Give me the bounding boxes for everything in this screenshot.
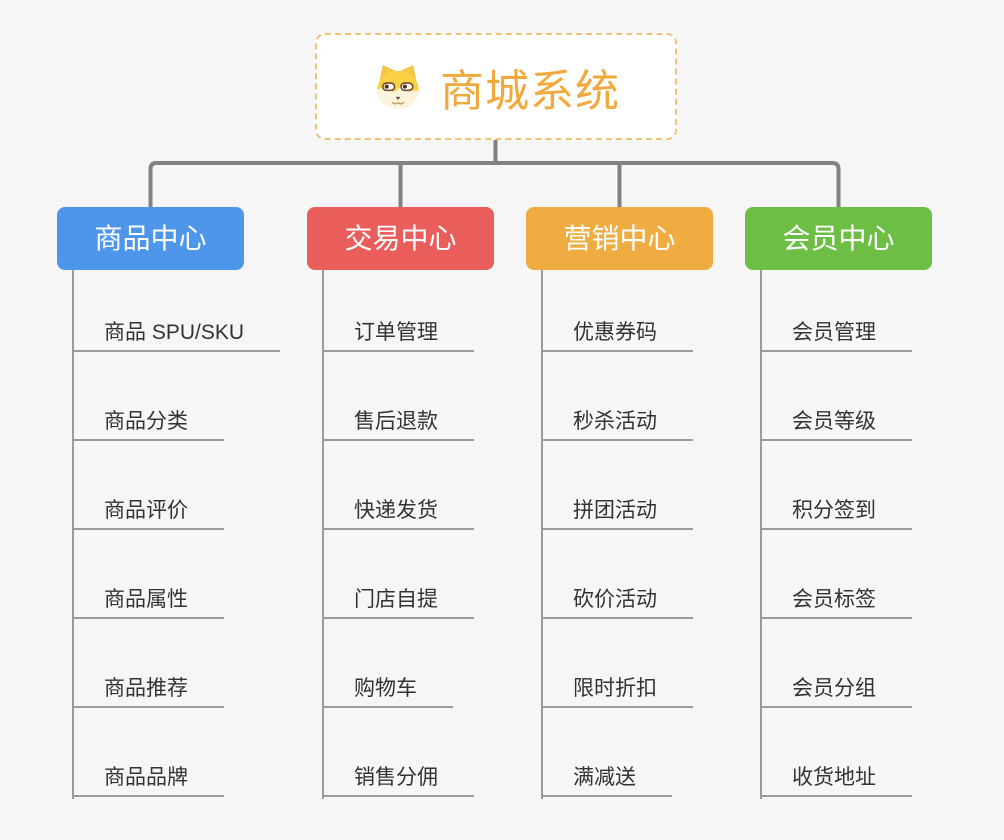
subtopic[interactable]: 销售分佣	[322, 763, 474, 797]
branch-stem-line	[760, 270, 762, 799]
branch-stem-line	[322, 270, 324, 799]
subtopic[interactable]: 会员等级	[760, 407, 912, 441]
subtopic[interactable]: 售后退款	[322, 407, 474, 441]
subtopic[interactable]: 订单管理	[322, 318, 474, 352]
subtopic[interactable]: 积分签到	[760, 496, 912, 530]
branch-topic-trade-center[interactable]: 交易中心	[307, 207, 494, 270]
subtopic[interactable]: 会员标签	[760, 585, 912, 619]
branch-children: 会员管理 会员等级 积分签到 会员标签 会员分组 收货地址	[745, 0, 1004, 840]
branch-topic-marketing-center[interactable]: 营销中心	[526, 207, 713, 270]
subtopic[interactable]: 商品推荐	[72, 674, 224, 708]
root-topic-label: 商城系统	[440, 66, 620, 116]
branch-stem-line	[541, 270, 543, 799]
branch-stem-line	[72, 270, 74, 799]
root-topic[interactable]: 商城系统	[315, 33, 677, 140]
subtopic[interactable]: 商品品牌	[72, 763, 224, 797]
branch-children: 商品 SPU/SKU 商品分类 商品评价 商品属性 商品推荐 商品品牌	[57, 0, 317, 840]
subtopic[interactable]: 满减送	[541, 763, 672, 797]
subtopic[interactable]: 拼团活动	[541, 496, 693, 530]
subtopic[interactable]: 商品属性	[72, 585, 224, 619]
subtopic[interactable]: 限时折扣	[541, 674, 693, 708]
branch-marketing-center: 营销中心 优惠券码 秒杀活动 拼团活动 砍价活动 限时折扣 满减送	[526, 0, 786, 840]
subtopic[interactable]: 秒杀活动	[541, 407, 693, 441]
subtopic[interactable]: 会员管理	[760, 318, 912, 352]
subtopic[interactable]: 砍价活动	[541, 585, 693, 619]
branch-children: 订单管理 售后退款 快递发货 门店自提 购物车 销售分佣	[307, 0, 567, 840]
dog-face-icon	[377, 65, 419, 110]
subtopic[interactable]: 门店自提	[322, 585, 474, 619]
branch-topic-product-center[interactable]: 商品中心	[57, 207, 244, 270]
subtopic[interactable]: 会员分组	[760, 674, 912, 708]
subtopic[interactable]: 商品分类	[72, 407, 224, 441]
subtopic[interactable]: 商品 SPU/SKU	[72, 318, 281, 352]
branch-topic-member-center[interactable]: 会员中心	[745, 207, 932, 270]
subtopic[interactable]: 收货地址	[760, 763, 912, 797]
branch-product-center: 商品中心 商品 SPU/SKU 商品分类 商品评价 商品属性 商品推荐 商品品牌	[57, 0, 317, 840]
subtopic[interactable]: 购物车	[322, 674, 453, 708]
subtopic[interactable]: 商品评价	[72, 496, 224, 530]
subtopic[interactable]: 优惠券码	[541, 318, 693, 352]
branch-trade-center: 交易中心 订单管理 售后退款 快递发货 门店自提 购物车 销售分佣	[307, 0, 567, 840]
subtopic[interactable]: 快递发货	[322, 496, 474, 530]
branch-children: 优惠券码 秒杀活动 拼团活动 砍价活动 限时折扣 满减送	[526, 0, 786, 840]
branch-member-center: 会员中心 会员管理 会员等级 积分签到 会员标签 会员分组 收货地址	[745, 0, 1004, 840]
